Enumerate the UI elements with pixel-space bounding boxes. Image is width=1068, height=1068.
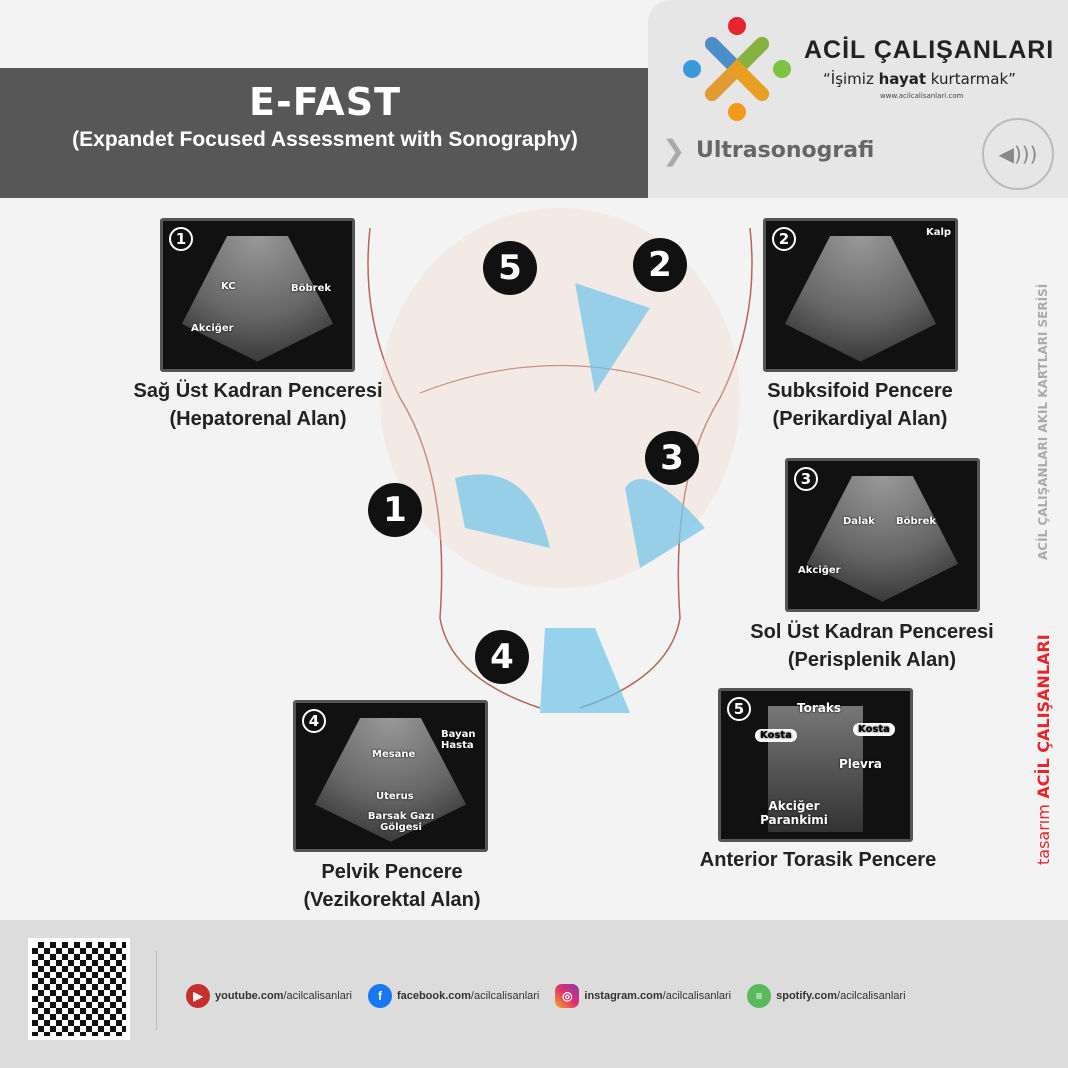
ultrasound-image-3: 3 Dalak Böbrek Akciğer xyxy=(785,458,980,612)
instagram-link[interactable]: ◎instagram.com/acilcalisanlari xyxy=(555,984,731,1008)
brand-name: ACİL ÇALIŞANLARI xyxy=(804,36,1055,64)
page-title: E-FAST xyxy=(248,80,402,124)
qr-code[interactable] xyxy=(28,938,130,1040)
title-banner: E-FAST (Expandet Focused Assessment with… xyxy=(0,68,650,198)
chevron-right-icon: ❯ xyxy=(662,134,686,167)
brand-website: www.acilcalisanlari.com xyxy=(880,92,964,100)
window-marker-4: 4 xyxy=(475,630,529,684)
ultrasound-probe-icon: ◀))) xyxy=(982,118,1054,190)
window-5-caption: Anterior Torasik Pencere xyxy=(699,849,937,871)
ultrasound-image-1: 1 KC Böbrek Akciğer xyxy=(160,218,355,372)
window-marker-1: 1 xyxy=(368,483,422,537)
window-marker-2: 2 xyxy=(633,238,687,292)
window-1-caption: Sağ Üst Kadran Penceresi(Hepatorenal Ala… xyxy=(133,380,383,430)
brand-logo xyxy=(683,17,791,121)
window-marker-5: 5 xyxy=(483,241,537,295)
window-2-caption: Subksifoid Pencere(Perikardiyal Alan) xyxy=(767,380,953,430)
divider xyxy=(156,950,157,1030)
window-3-caption: Sol Üst Kadran Penceresi(Perisplenik Ala… xyxy=(750,621,994,671)
instagram-icon: ◎ xyxy=(555,984,580,1008)
spotify-link[interactable]: ≡spotify.com/acilcalisanlari xyxy=(747,984,906,1008)
youtube-icon: ▶ xyxy=(186,984,210,1008)
series-label: ACİL ÇALIŞANLARI AKIL KARTLARI SERİSİ xyxy=(1036,283,1050,560)
ultrasound-image-4: 4 Mesane Bayan Hasta Uterus Barsak Gazı … xyxy=(293,700,488,852)
brand-panel: ACİL ÇALIŞANLARI “İşimiz hayat kurtarmak… xyxy=(648,0,1068,198)
window-4-caption: Pelvik Pencere(Vezikorektal Alan) xyxy=(303,861,481,911)
ultrasound-image-5: 5 Toraks Kosta Kosta Plevra Akciğer Para… xyxy=(718,688,913,842)
section-label: Ultrasonografi xyxy=(696,138,875,163)
design-credit: tasarım ACİL ÇALIŞANLARI xyxy=(1034,634,1053,865)
torso-illustration xyxy=(367,208,753,713)
ultrasound-image-2: 2 Kalp xyxy=(763,218,958,372)
brand-slogan: “İşimiz hayat kurtarmak” xyxy=(823,70,1016,88)
window-marker-3: 3 xyxy=(645,431,699,485)
page-subtitle: (Expandet Focused Assessment with Sonogr… xyxy=(72,128,578,151)
youtube-link[interactable]: ▶youtube.com/acilcalisanlari xyxy=(186,984,352,1008)
facebook-icon: f xyxy=(367,984,392,1008)
spotify-icon: ≡ xyxy=(747,984,772,1008)
